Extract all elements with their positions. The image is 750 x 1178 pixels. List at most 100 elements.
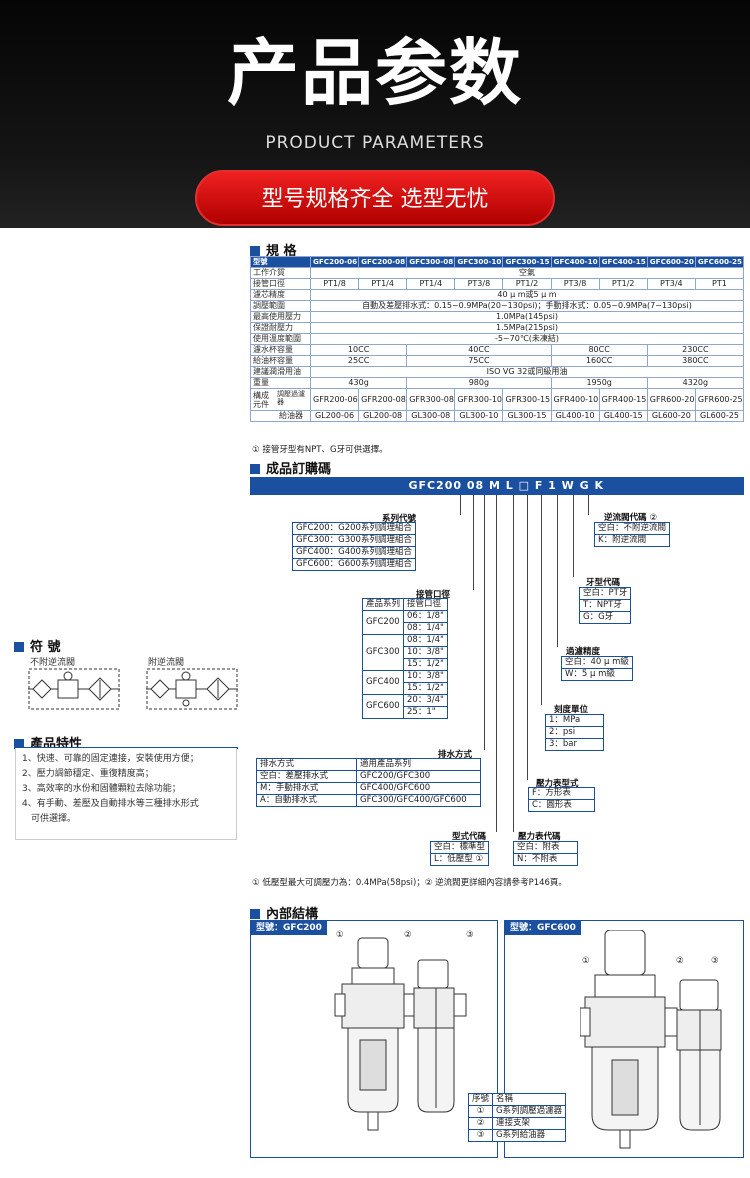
connector-line — [496, 495, 497, 832]
table-row: 3：bar — [545, 738, 604, 751]
square-bullet-icon — [250, 245, 260, 256]
table-row: 使用溫度範圍-5~70℃(未凍結) — [250, 333, 744, 345]
features-box: 1、快速、可靠的固定連接，安裝使用方便； 2、壓力調節穩定、重復精度高； 3、高… — [15, 748, 237, 840]
filtration-title: 過濾精度 — [566, 647, 601, 657]
table-row: 25：1" — [363, 706, 448, 719]
drain-title: 排水方式 — [438, 750, 473, 760]
unit-title: 刻度單位 — [554, 705, 589, 715]
page-title: 产品参数 — [226, 31, 523, 115]
connector-line — [588, 495, 589, 515]
connector-line — [541, 495, 542, 705]
square-bullet-icon — [250, 463, 260, 474]
connector-line — [473, 495, 474, 590]
type-table: 空白：標準型 L：低壓型 ① — [429, 841, 490, 866]
callout-2: ② — [676, 956, 684, 966]
connector-line — [484, 495, 485, 750]
check-title: 逆流閥代碼 ② — [604, 513, 658, 523]
thread-table: 空白：PT牙 T：NPT牙 G：G牙 — [578, 587, 632, 624]
spec-heading: 規 格 — [250, 240, 297, 259]
filtration-table: 空白：40 μ m級 W：5 μ m級 — [561, 656, 633, 681]
table-row: 調壓範圍自動及差壓排水式：0.15~0.9MPa(20~130psi)；手動排水… — [250, 300, 744, 312]
gauge-type-table: F：方形表 C：圓形表 — [528, 787, 595, 812]
connector-line — [527, 495, 528, 780]
callout-1: ① — [336, 930, 344, 940]
check-table: 空白：不附逆流閥 K：附逆流閥 — [593, 522, 671, 547]
list-item: 2、壓力調節穩定、重復精度高； — [22, 769, 154, 779]
table-row: GFC400：G400系列調理組合 — [292, 546, 416, 559]
order-heading: 成品訂購碼 — [250, 458, 331, 477]
list-item: 3、高效率的水份和固體顆粒去除功能； — [22, 784, 181, 794]
connector-line — [460, 495, 461, 515]
table-row: G：G牙 — [578, 611, 632, 624]
internal-heading: 內部結構 — [250, 903, 318, 922]
port-title: 接管口徑 — [416, 590, 451, 600]
table-row: K：附逆流閥 — [593, 534, 671, 547]
type-title: 型式代碼 — [452, 832, 487, 842]
list-item: 4、有手動、差壓及自動排水等三種排水形式 — [22, 799, 199, 809]
feature-list: 1、快速、可靠的固定連接，安裝使用方便； 2、壓力調節穩定、重復精度高； 3、高… — [16, 748, 236, 827]
callout-1: ① — [582, 956, 590, 966]
order-code-bar: GFC200 08 M L □ F 1 W G K — [250, 477, 744, 495]
table-row: C：圓形表 — [528, 799, 595, 812]
table-row: N：不附表 — [513, 853, 578, 866]
order-note: ① 低壓型最大可調壓力為：0.4MPa(58psi)；② 逆流閥更詳細內容請參考… — [252, 878, 567, 888]
connector-line — [557, 495, 558, 647]
table-row: 空白：標準型 — [429, 841, 490, 854]
gfc200-cross-section-icon — [334, 937, 467, 1131]
gauge-table: 空白：附表 N：不附表 — [513, 841, 578, 866]
table-row: W：5 μ m級 — [561, 668, 633, 681]
spec-note: ① 接管牙型有NPT、G牙可供選擇。 — [252, 445, 388, 455]
symbol-right-label: 附逆流閥 — [148, 658, 185, 668]
list-item: 1、快速、可靠的固定連接，安裝使用方便； — [22, 754, 199, 764]
gfc600-cross-section-icon — [580, 930, 722, 1149]
slogan-badge: 型号规格齐全 选型无忧 — [195, 170, 555, 226]
table-row: 產品系列接管口徑 — [361, 598, 448, 611]
list-item: 可供選擇。 — [22, 814, 77, 824]
gauge-type-title: 壓力表型式 — [536, 779, 579, 789]
gfc600-model-label: 型號：GFC600 — [505, 921, 581, 935]
table-row: L：低壓型 ① — [429, 853, 490, 866]
connector-line — [573, 495, 574, 577]
square-bullet-icon — [14, 641, 24, 652]
table-row: 空白：不附逆流閥 — [593, 522, 671, 535]
header-banner: 产品参数 PRODUCT PARAMETERS 型号规格齐全 选型无忧 — [0, 0, 750, 228]
connector-line — [513, 495, 514, 832]
gauge-title: 壓力表代碼 — [518, 832, 561, 842]
symbol-left-label: 不附逆流閥 — [30, 658, 76, 668]
unit-table: 1：MPa 2：psi 3：bar — [545, 714, 604, 751]
table-row: 工作介質空氣 — [250, 267, 744, 279]
square-bullet-icon — [14, 738, 24, 749]
table-row: 2：psi — [545, 726, 604, 739]
frl-check-valve-symbol-icon — [146, 668, 238, 710]
page-subtitle: PRODUCT PARAMETERS — [265, 133, 485, 153]
table-row: 空白：40 μ m級 — [561, 656, 633, 669]
table-row: GFC300：G300系列調理組合 — [292, 534, 416, 547]
table-row: 1：MPa — [545, 714, 604, 727]
frl-symbol-icon — [28, 668, 120, 710]
table-row: GFC200：G200系列調理組合 — [292, 522, 416, 535]
table-row: T：NPT牙 — [578, 599, 632, 612]
table-row: 空白：附表 — [513, 841, 578, 854]
table-row: 序號名稱 — [467, 1093, 567, 1106]
callout-2: ② — [404, 930, 412, 940]
